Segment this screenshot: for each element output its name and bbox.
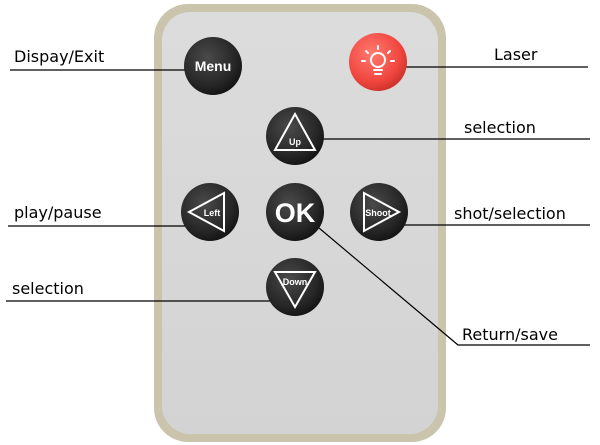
laser-button[interactable] bbox=[349, 33, 407, 91]
menu-button[interactable]: Menu bbox=[184, 37, 242, 95]
left-button-label: Left bbox=[204, 208, 221, 218]
callout-lines bbox=[6, 66, 590, 346]
up-button-label: Up bbox=[289, 137, 301, 147]
label-down-selection: selection bbox=[12, 279, 84, 298]
label-up-selection: selection bbox=[464, 118, 536, 137]
menu-button-label: Menu bbox=[195, 58, 232, 74]
triangle-right-icon bbox=[363, 191, 402, 233]
ok-button[interactable]: OK bbox=[266, 183, 324, 241]
triangle-left-icon bbox=[186, 191, 225, 233]
callout-line-return-save bbox=[299, 211, 590, 346]
up-button[interactable]: Up bbox=[266, 107, 324, 165]
down-button[interactable]: Down bbox=[266, 258, 324, 316]
triangle-up-icon bbox=[273, 111, 317, 151]
ok-button-label: OK bbox=[275, 198, 316, 228]
shoot-button[interactable]: Shoot bbox=[350, 183, 408, 241]
label-display-exit: Dispay/Exit bbox=[14, 47, 104, 66]
left-button[interactable]: Left bbox=[181, 183, 239, 241]
shoot-button-label: Shoot bbox=[365, 208, 391, 218]
label-shot-selection: shot/selection bbox=[454, 204, 566, 223]
label-play-pause: play/pause bbox=[14, 203, 102, 222]
label-return-save: Return/save bbox=[462, 325, 558, 344]
down-button-label: Down bbox=[283, 277, 308, 287]
triangle-down-icon bbox=[273, 271, 317, 310]
label-laser: Laser bbox=[494, 45, 538, 64]
lightbulb-icon bbox=[361, 45, 395, 75]
